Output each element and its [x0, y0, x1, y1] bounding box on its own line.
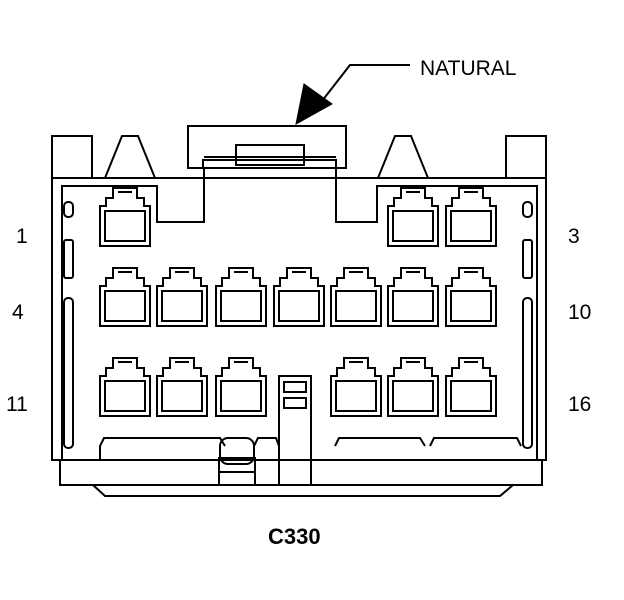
terminal-cavity-5 — [156, 267, 208, 327]
connector-id: C330 — [268, 524, 321, 549]
terminal-cavity-11 — [99, 357, 151, 417]
terminal-cavity-6 — [215, 267, 267, 327]
terminal-cavity-15 — [387, 357, 439, 417]
pin-label-4: 4 — [12, 301, 24, 324]
pin-label-11: 11 — [6, 393, 28, 416]
connector-housing — [51, 166, 547, 497]
terminal-cavity-10 — [445, 267, 497, 327]
terminal-cavity-9 — [387, 267, 439, 327]
pin-label-1: 1 — [16, 225, 28, 248]
terminal-cavity-14 — [330, 357, 382, 417]
terminal-cavity-2 — [387, 187, 439, 247]
terminal-cavity-3 — [445, 187, 497, 247]
terminal-cavity-13 — [215, 357, 267, 417]
top-latch — [187, 125, 347, 169]
pin-label-3: 3 — [568, 225, 580, 248]
pin-label-10: 10 — [568, 301, 592, 324]
terminal-cavity-7 — [273, 267, 325, 327]
callout-text: NATURAL — [420, 57, 517, 80]
callout-leader — [295, 64, 410, 125]
terminal-cavity-1 — [99, 187, 151, 247]
pin-label-16: 16 — [568, 393, 592, 416]
left-top-boss — [51, 135, 156, 179]
terminal-cavity-16 — [445, 357, 497, 417]
right-top-boss — [377, 135, 547, 179]
terminal-cavity-12 — [156, 357, 208, 417]
terminal-cavity-8 — [330, 267, 382, 327]
terminal-cavity-4 — [99, 267, 151, 327]
